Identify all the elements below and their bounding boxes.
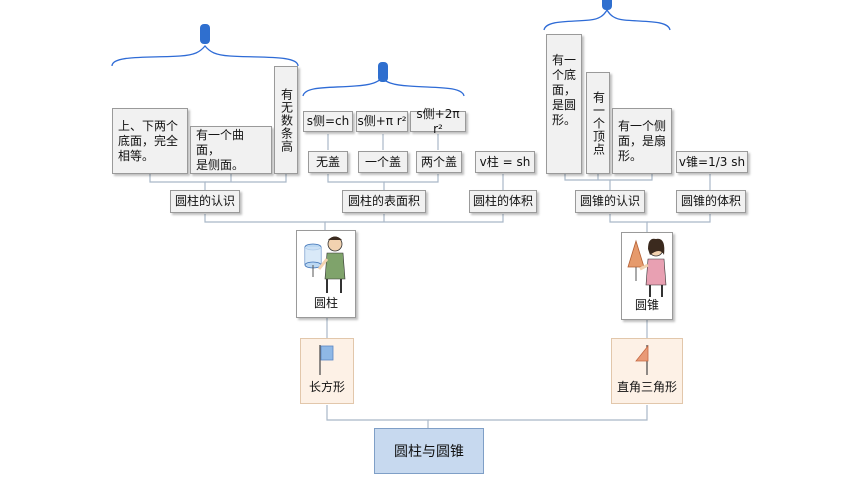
cylinder-label: 圆柱 [313, 296, 338, 310]
cylinder-feature-bases: 上、下两个 底面，完全 相等。 [112, 108, 188, 174]
cylinder-feature-lateral: 有一个曲面， 是侧面。 [190, 126, 272, 174]
branch-cylinder-surface-area: 圆柱的表面积 [342, 190, 426, 213]
brace-marker-cylinder-features [200, 24, 210, 44]
cone-feature-lateral: 有一个侧 面，是扇 形。 [612, 108, 672, 174]
brace-marker-surface-area [378, 62, 388, 82]
rectangle-shape-box: 长方形 [300, 338, 354, 404]
cone-label: 圆锥 [634, 298, 659, 312]
cylinder-volume-formula: v柱 = sh [475, 151, 535, 173]
triangle-shape-box: 直角三角形 [611, 338, 683, 404]
formula-lateral: s侧=ch [303, 111, 353, 132]
case-two-lids: 两个盖 [416, 151, 462, 173]
formula-two-bases: s侧+2π r² [410, 107, 466, 136]
cone-feature-base: 有一 个底 面， 是圆 形。 [546, 34, 582, 174]
branch-cone-volume: 圆锥的体积 [676, 190, 746, 213]
formula-one-base: s侧+π r² [356, 111, 408, 132]
case-no-lid: 无盖 [308, 151, 348, 173]
root-label: 圆柱与圆锥 [394, 444, 464, 460]
triangle-flag-icon [635, 344, 649, 375]
branch-cone-recognition: 圆锥的认识 [575, 190, 645, 213]
branch-cylinder-volume: 圆柱的体积 [469, 190, 537, 213]
rectangle-label: 长方形 [308, 380, 345, 394]
cone-figure: 圆锥 [621, 232, 673, 320]
cone-volume-formula: v锥=1/3 sh [676, 151, 748, 173]
rectangle-flag-icon [319, 345, 334, 375]
child-holding-cone-illustration [627, 238, 667, 297]
cone-feature-vertex: 有一个顶点 [586, 72, 610, 174]
case-one-lid: 一个盖 [358, 151, 408, 173]
root-topic: 圆柱与圆锥 [374, 428, 484, 474]
triangle-label: 直角三角形 [616, 380, 677, 394]
brace-marker-cone-features [602, 0, 612, 10]
child-holding-cylinder-illustration [304, 236, 346, 293]
branch-cylinder-recognition: 圆柱的认识 [170, 190, 240, 213]
cylinder-feature-heights: 有无数条高 [274, 66, 298, 174]
cylinder-figure: 圆柱 [296, 230, 356, 318]
